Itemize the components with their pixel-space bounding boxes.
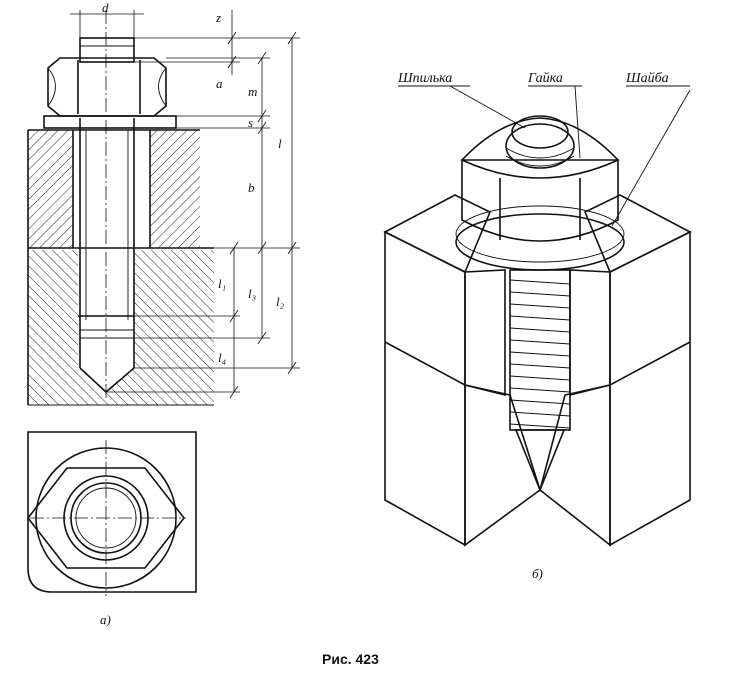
dim-d-label: d (102, 0, 109, 15)
drawing-a-section-view (27, 10, 214, 406)
caption-a: а) (100, 612, 111, 627)
dim-l4-label: l₄ (218, 350, 227, 365)
caption-b: б) (532, 566, 543, 581)
dim-l2-label: l₂ (276, 294, 285, 309)
dim-l3-label: l₃ (248, 286, 256, 301)
drawing-b-isometric-view: Шпилька Гайка Шайба б) (383, 71, 692, 581)
dim-a-label: a (216, 76, 223, 91)
dim-m-label: m (248, 84, 257, 99)
dim-s-label: s (248, 115, 253, 130)
label-stud: Шпилька (397, 71, 452, 86)
dim-l-label: l (278, 136, 282, 151)
dim-z-label: z (215, 10, 221, 25)
label-nut: Гайка (527, 71, 563, 86)
dim-b-label: b (248, 180, 255, 195)
label-washer: Шайба (625, 71, 669, 86)
figure-caption: Рис. 423 (322, 651, 379, 667)
drawing-a-top-view: а) (26, 431, 197, 627)
dim-l1-label: l₁ (218, 276, 226, 291)
drawing-a-dimensions: d z a m s b l l₂ l₁ l₄ l₃ (70, 0, 300, 399)
